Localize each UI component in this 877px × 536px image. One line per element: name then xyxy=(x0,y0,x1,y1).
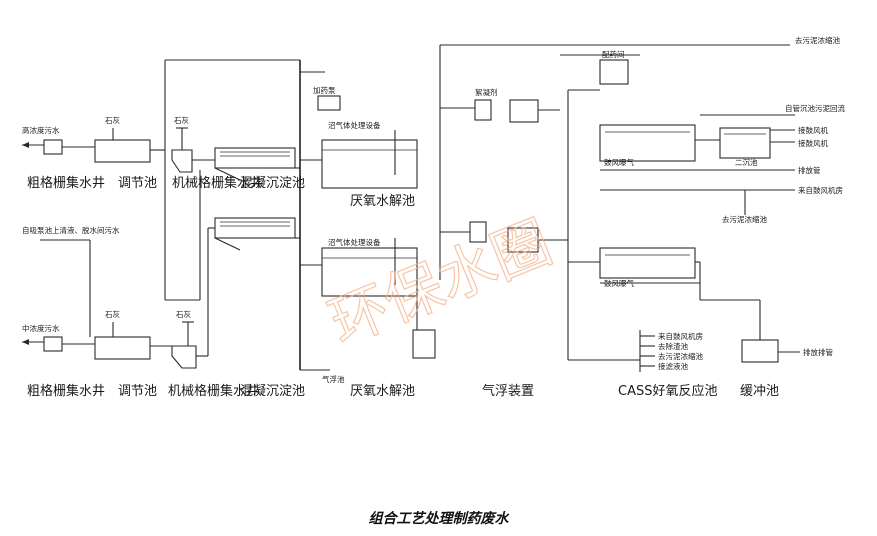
label-chemical: 絮凝剂 xyxy=(475,87,498,97)
buffer-tank xyxy=(741,339,779,363)
lower-label-air-float: 气浮装置 xyxy=(482,383,534,399)
air-float-tank-upper-b xyxy=(509,99,539,123)
air-float-tank-lower-b xyxy=(507,227,539,253)
lower-label-cass: CASS好氧反应池 xyxy=(618,383,717,399)
inlet-arrow-upper xyxy=(22,142,29,148)
label-stone-3: 石灰 xyxy=(105,309,120,319)
label-from-fan-2: 去污泥浓缩池 xyxy=(658,351,703,361)
inlet-arrow-lower xyxy=(22,339,29,345)
label-gas-treat-2: 沼气体处理设备 xyxy=(328,237,381,247)
anaerobic-tank-lower xyxy=(321,247,418,297)
cass-tank-lower xyxy=(599,247,696,279)
label-stone-2: 石灰 xyxy=(174,115,189,125)
label-air-float: 气浮池 xyxy=(322,374,345,384)
bar-screen-well-lower xyxy=(43,336,63,352)
label-stone-4: 石灰 xyxy=(176,309,191,319)
lower-label-mech-screen: 机械格栅集水井 xyxy=(168,383,259,399)
lower-label-bar-screen: 粗格栅集水井 xyxy=(27,383,105,399)
label-discharge: 排放排管 xyxy=(803,347,833,357)
secondary-settling-tank xyxy=(719,127,771,159)
lower-label-regulating: 调节池 xyxy=(118,384,157,399)
label-blower-2: 接鼓风机 xyxy=(798,138,828,148)
label-sludge-conc: 去污泥浓缩池 xyxy=(722,214,767,224)
lower-label-coag: 混凝沉淀池 xyxy=(240,383,305,399)
upper-label-mech-screen: 机械格栅集水井 xyxy=(172,175,263,191)
label-return: 自管沉池污泥回流 xyxy=(785,103,845,113)
upper-label-regulating: 调节池 xyxy=(118,176,157,191)
label-sludge-top: 去污泥浓缩池 xyxy=(795,35,840,45)
label-blower-1: 接鼓风机 xyxy=(798,125,828,135)
label-from-fan-1: 去除渣池 xyxy=(658,341,688,351)
cass-tank-upper xyxy=(599,124,696,162)
label-mid-conc-inlet: 中浓度污水 xyxy=(22,323,60,333)
mech-screen-lower xyxy=(171,345,197,369)
upper-label-coag: 混凝沉淀池 xyxy=(240,175,305,191)
label-dosing-room: 配药间 xyxy=(602,49,625,59)
upper-label-bar-screen: 粗格栅集水井 xyxy=(27,175,105,191)
label-from-fan-0: 来自鼓风机房 xyxy=(658,331,703,341)
label-other-inlet: 自吸泵池上清液、脱水间污水 xyxy=(22,225,120,235)
label-gas-treat-1: 沼气体处理设备 xyxy=(328,120,381,130)
lower-label-buffer: 缓冲池 xyxy=(740,384,779,399)
label-high-conc-inlet: 高浓度污水 xyxy=(22,125,60,135)
upper-label-anaerobic: 厌氧水解池 xyxy=(350,194,415,209)
air-float-tank-upper-a xyxy=(474,99,492,121)
regulating-tank-upper xyxy=(94,139,151,163)
label-from-fan-3: 接滤液池 xyxy=(658,361,688,371)
bar-screen-well-upper xyxy=(43,139,63,155)
label-aerate-2: 鼓风曝气 xyxy=(604,278,634,288)
coag-settle-upper xyxy=(214,147,296,169)
air-float-small-tank xyxy=(412,329,436,359)
coag-settle-lower xyxy=(214,217,296,239)
dosing-room xyxy=(599,59,629,85)
anaerobic-tank-upper xyxy=(321,139,418,189)
label-aerate-1: 鼓风曝气 xyxy=(604,157,634,167)
regulating-tank-lower xyxy=(94,336,151,360)
lower-label-anaerobic: 厌氧水解池 xyxy=(350,384,415,399)
label-settle: 二沉池 xyxy=(735,157,758,167)
mech-screen-upper xyxy=(171,149,193,173)
dosing-pump-box xyxy=(317,95,341,111)
label-stone-1: 石灰 xyxy=(105,115,120,125)
label-outlet-1: 排放管 xyxy=(798,165,821,175)
figure-caption: 组合工艺处理制药废水 xyxy=(368,511,509,527)
label-dosing-pump: 加药泵 xyxy=(313,85,336,95)
label-fan: 来自鼓风机房 xyxy=(798,185,843,195)
